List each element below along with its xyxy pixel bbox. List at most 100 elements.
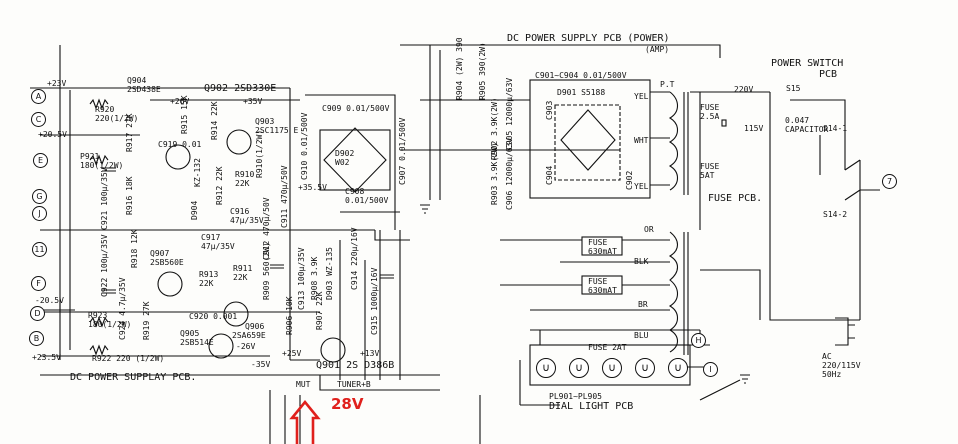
capacitor-c904-label: C904: [545, 165, 554, 185]
voltage-label: -35V: [251, 360, 271, 369]
capacitor-c920-label: C920 0.001: [189, 312, 238, 321]
voltage-label: +13V: [360, 349, 380, 358]
voltage-label: +20.5V: [38, 130, 67, 139]
capacitor-c909-label: C909 0.01/500V: [322, 104, 390, 113]
wire-yel1: YEL: [634, 92, 649, 101]
wire-blk: BLK: [634, 257, 649, 266]
capacitor-c903-label: C903: [545, 100, 554, 120]
capacitor-c912-label: C912 470μ/50V: [262, 197, 271, 260]
dial-lamps-label: PL901~PL905: [549, 392, 602, 401]
capacitor-c919-label: C919 0.01: [158, 140, 202, 149]
voltage-label: +23V: [47, 79, 67, 88]
dial-lamp-icon: ∪: [536, 358, 556, 378]
resistor-r916-label: R916 18K: [125, 176, 134, 215]
diode-d903-label: D903 WZ-135: [325, 247, 334, 300]
wire-or: OR: [644, 225, 654, 234]
voltage-label: +23.5V: [32, 353, 61, 362]
diode-d904-label: D904: [190, 200, 199, 220]
fuse-2at-label: FUSE 2AT: [588, 343, 627, 352]
resistor-r914-label: R914 22K: [210, 101, 219, 140]
transistor-q901-label: Q901 2S D386B: [316, 360, 395, 371]
resistor-r922-label: R922 220 (1/2W): [92, 354, 165, 363]
resistor-r912-label: R912 22K: [215, 166, 224, 205]
voltage-label: 115V: [744, 124, 764, 133]
output-tuner: TUNER+B: [337, 380, 371, 389]
capacitor-c913-label: C913 100μ/35V: [297, 247, 306, 310]
terminal-i: I: [703, 362, 718, 377]
terminal-11: 11: [32, 242, 47, 257]
resistor-r906-label: R906 10K: [285, 296, 294, 335]
terminal-h: H: [691, 333, 706, 348]
resistor-r910w-label: R910(1/2W): [255, 129, 264, 178]
capacitor-c906-label: C906 12000μ/63V: [505, 137, 514, 210]
dial-lamp-icon: ∪: [569, 358, 589, 378]
voltage-label: +35V: [243, 97, 263, 106]
measurement-annotation: 28V: [331, 395, 364, 413]
resistor-r905-label: R905 390(2W): [478, 42, 487, 100]
board-dc-power-supply-power: DC POWER SUPPLY PCB (POWER): [507, 33, 670, 44]
voltage-label: -20.5V: [35, 296, 64, 305]
voltage-label: 220V: [734, 85, 754, 94]
diode-d901-label: D901 S5188: [557, 88, 606, 97]
voltage-label: +25V: [282, 349, 302, 358]
capacitor-c922-label: C922 100μ/35V: [100, 234, 109, 297]
voltage-label: -26V: [236, 342, 256, 351]
board-dial-light: DIAL LIGHT PCB: [549, 401, 634, 412]
transformer-pt-label: P.T: [660, 80, 675, 89]
capacitor-c902-label: C902: [625, 170, 634, 190]
terminal-b: B: [29, 331, 44, 346]
diode-d905-label: KZ-132: [193, 158, 202, 187]
capacitor-c924-label: C924 4.7μ/35V: [118, 277, 127, 340]
resistor-r917-label: R917 27K: [125, 113, 134, 152]
output-mut: MUT: [296, 380, 311, 389]
terminal-7: 7: [882, 174, 897, 189]
capacitor-c921-label: C921 100μ/35V: [100, 167, 109, 230]
resistor-r919-label: R919 27K: [142, 301, 151, 340]
wire-wht: WHT: [634, 136, 649, 145]
transistor-q906-label: Q906: [245, 322, 265, 331]
dial-lamp-icon: ∪: [668, 358, 688, 378]
wire-br: BR: [638, 300, 648, 309]
resistor-r915-label: R915 15K: [180, 95, 189, 134]
capacitor-c910-label: C910 0.01/500V: [300, 112, 309, 180]
capacitor-c907-label: C907 0.01/500V: [398, 117, 407, 185]
terminal-e: E: [33, 153, 48, 168]
terminal-a: A: [31, 89, 46, 104]
terminal-j: J: [32, 206, 47, 221]
wire-yel2: YEL: [634, 182, 649, 191]
terminal-f: F: [31, 276, 46, 291]
resistor-r902-label: R902 3.9K(2W): [490, 97, 499, 160]
resistor-r908-label: R908 3.9K: [310, 256, 319, 300]
resistor-r918-label: R918 12K: [130, 229, 139, 268]
dial-lamp-icon: ∪: [602, 358, 622, 378]
terminal-d: D: [30, 306, 45, 321]
dial-lamp-icon: ∪: [635, 358, 655, 378]
switch-s14-1-label: S14-1: [823, 124, 848, 133]
resistor-r904-label: R904 (2W) 390: [455, 37, 464, 100]
switch-s15-label: S15: [786, 84, 801, 93]
voltage-label: +26V: [170, 97, 190, 106]
